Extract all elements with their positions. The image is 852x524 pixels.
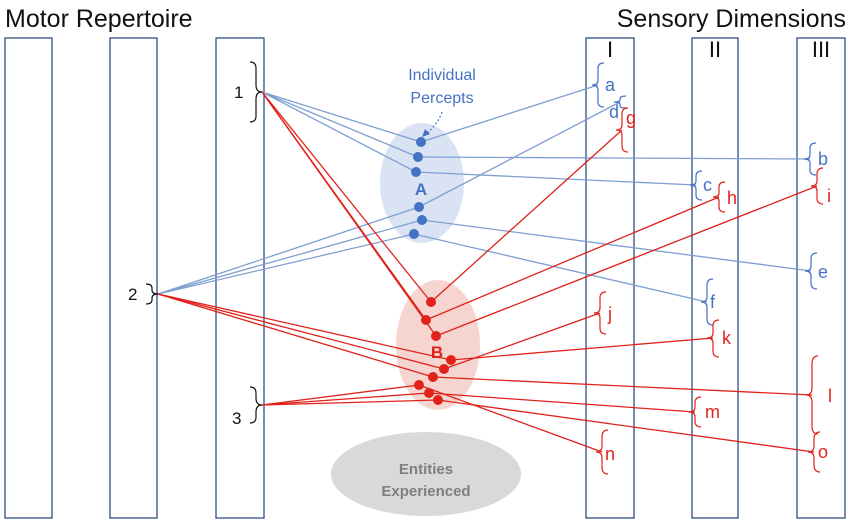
- sensory-label-a: a: [605, 75, 616, 95]
- sensory-braces-blue: [591, 62, 818, 326]
- sensory-label-j: j: [607, 304, 612, 324]
- dimension-label-I: I: [607, 37, 613, 62]
- sensory-braces-red: [593, 107, 824, 475]
- sensory-label-l: l: [828, 386, 832, 406]
- sensory-column-II: [691, 37, 739, 519]
- dimension-label-III: III: [812, 37, 830, 62]
- sensory-column-III: [796, 37, 846, 519]
- entities-experienced-line1: Entities: [399, 461, 453, 478]
- motor-column-1: [4, 37, 53, 519]
- sensory-label-b: b: [818, 149, 828, 169]
- percept-dot: [439, 364, 449, 374]
- sensory-label-e: e: [818, 262, 828, 282]
- sensory-label-i: i: [827, 186, 831, 206]
- percept-dot: [446, 355, 456, 365]
- sensory-label-n: n: [605, 444, 615, 464]
- cluster-a-label: A: [415, 180, 427, 199]
- sensory-label-d: d: [609, 102, 619, 122]
- motor-column-3: [215, 37, 265, 519]
- sensory-label-m: m: [705, 402, 720, 422]
- blue-sensory-labels: a b c d e f: [605, 75, 828, 312]
- percept-dot: [416, 137, 426, 147]
- sensory-label-c: c: [703, 175, 712, 195]
- red-connections: [157, 91, 818, 453]
- cluster-b-label: B: [431, 343, 443, 362]
- percept-dot: [414, 202, 424, 212]
- sensory-label-f: f: [710, 292, 716, 312]
- motor-label-2: 2: [128, 285, 137, 304]
- entities-experienced-line2: Experienced: [381, 483, 470, 500]
- motor-braces: [145, 61, 263, 424]
- percept-dot: [417, 215, 427, 225]
- percepts-arrow: [422, 111, 443, 137]
- blue-percepts: [409, 137, 427, 239]
- percept-dot: [409, 229, 419, 239]
- percept-dot: [426, 297, 436, 307]
- percept-dot: [414, 380, 424, 390]
- entities-region: [331, 432, 521, 516]
- sensory-label-g: g: [626, 108, 636, 128]
- percept-dot: [431, 331, 441, 341]
- motor-label-3: 3: [232, 409, 241, 428]
- motor-column-2: [109, 37, 158, 519]
- cluster-b-region: [396, 280, 480, 410]
- percept-dot: [433, 395, 443, 405]
- percept-dot: [424, 388, 434, 398]
- motor-label-1: 1: [234, 83, 243, 102]
- percept-dot: [411, 167, 421, 177]
- red-percepts: [414, 297, 456, 405]
- percept-dot: [428, 372, 438, 382]
- red-sensory-labels: g h i j k l m n o: [605, 108, 832, 464]
- sensory-dimensions-heading: Sensory Dimensions: [617, 5, 846, 33]
- dimension-label-II: II: [709, 37, 721, 62]
- sensory-label-k: k: [722, 328, 732, 348]
- motor-repertoire-heading: Motor Repertoire: [5, 5, 193, 33]
- sensory-label-o: o: [818, 442, 828, 462]
- percept-dot: [413, 152, 423, 162]
- sensory-column-I: [585, 37, 635, 519]
- individual-percepts-label-line1: Individual: [408, 67, 476, 84]
- percept-dot: [421, 315, 431, 325]
- individual-percepts-label-line2: Percepts: [410, 90, 473, 107]
- sensory-label-h: h: [727, 188, 737, 208]
